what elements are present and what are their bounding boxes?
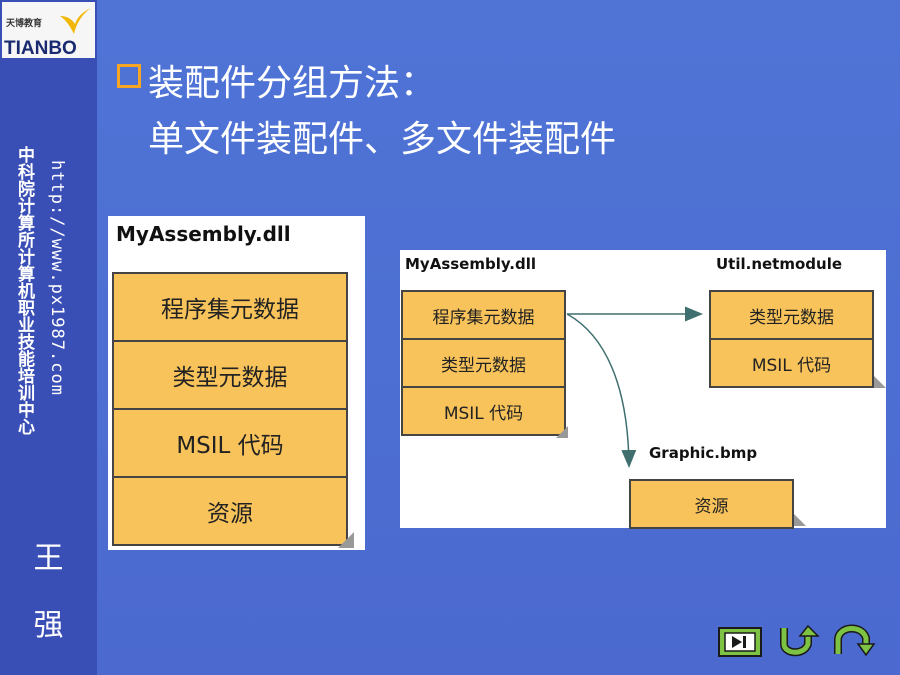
bullet-square-icon — [117, 64, 141, 88]
multi-row-type-metadata: 类型元数据 — [401, 338, 566, 388]
resource-row: 资源 — [629, 479, 794, 529]
org-name-vertical: 中科院计算所计算机职业技能培训中心 — [14, 146, 34, 435]
corner-shadow-icon — [338, 532, 354, 548]
resource-file-title: Graphic.bmp — [649, 444, 758, 462]
connector-arrows — [566, 306, 703, 468]
heading-line-1: 装配件分组方法： — [148, 63, 437, 104]
module-corner-shadow-icon — [874, 376, 886, 388]
module-row-msil-code: MSIL 代码 — [709, 338, 874, 388]
arrow-to-resource — [566, 313, 637, 468]
resource-corner-shadow-icon — [794, 514, 806, 526]
arch-forward-icon[interactable] — [832, 622, 880, 658]
module-row-type-metadata: 类型元数据 — [709, 290, 874, 340]
logo-en-text: TIANBO — [4, 38, 77, 59]
author-char-2: 强 — [33, 608, 64, 643]
next-slide-icon[interactable] — [718, 627, 762, 657]
author-char-1: 王 — [33, 541, 64, 576]
single-row-assembly-metadata: 程序集元数据 — [112, 272, 348, 342]
module-title: Util.netmodule — [716, 255, 843, 273]
single-row-resources: 资源 — [112, 476, 348, 546]
return-icon[interactable] — [776, 624, 824, 658]
single-row-type-metadata: 类型元数据 — [112, 340, 348, 410]
multi-file-assembly-panel: MyAssembly.dll Util.netmodule 程序集元数据 类型元… — [400, 250, 886, 529]
single-file-assembly-panel: MyAssembly.dll 程序集元数据 类型元数据 MSIL 代码 资源 — [108, 216, 365, 550]
single-file-title: MyAssembly.dll — [116, 222, 291, 246]
logo: 天博教育 TIANBO — [2, 2, 95, 59]
multi-row-msil-code: MSIL 代码 — [401, 386, 566, 436]
heading-line-2: 单文件装配件、多文件装配件 — [148, 119, 617, 160]
single-row-msil-code: MSIL 代码 — [112, 408, 348, 478]
multi-main-title: MyAssembly.dll — [405, 255, 536, 273]
website-url-vertical: http://www.px1987.com — [47, 160, 67, 396]
sidebar: 天博教育 TIANBO 中科院计算所计算机职业技能培训中心 http://www… — [0, 0, 99, 675]
logo-cn-text: 天博教育 — [6, 19, 43, 29]
main-corner-shadow-icon — [556, 426, 568, 438]
bird-logo-icon — [60, 8, 91, 34]
